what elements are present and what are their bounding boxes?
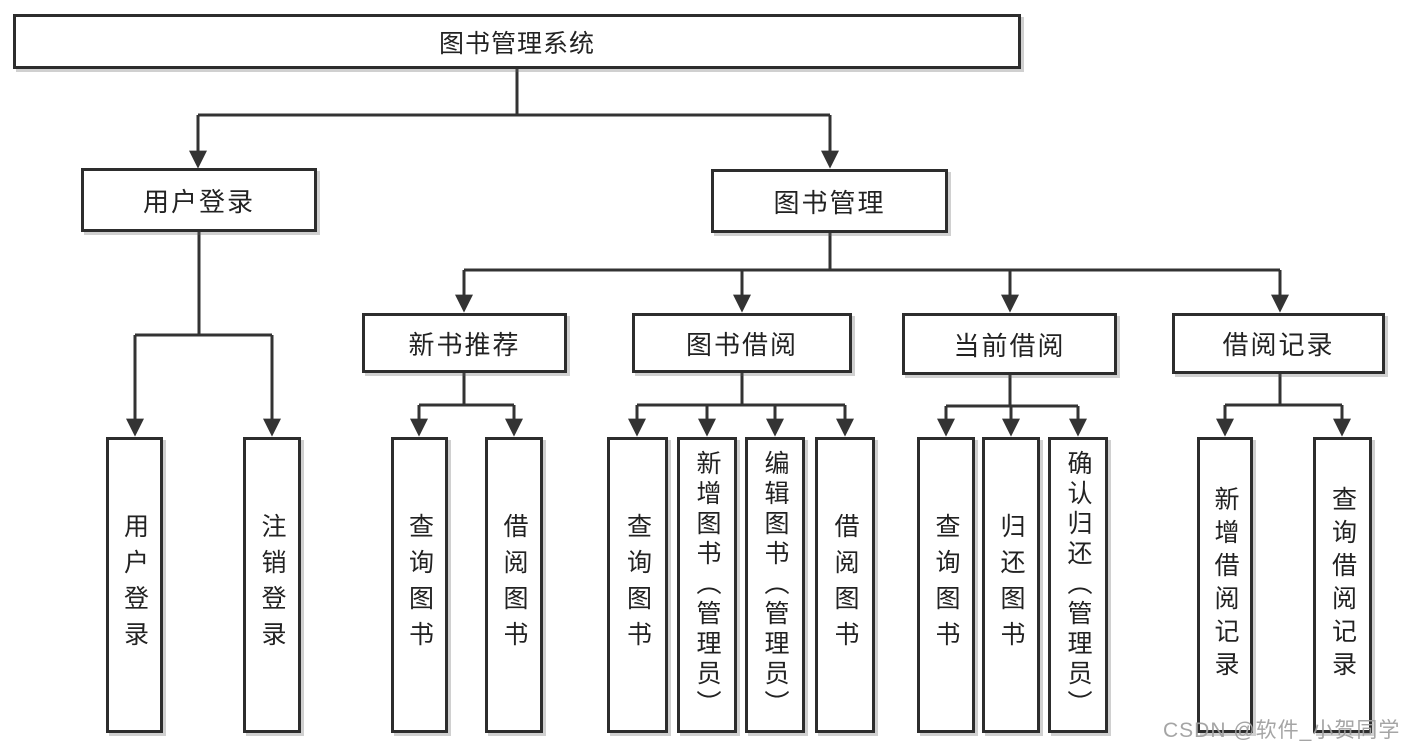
node-user-login: 用户登录 — [81, 168, 317, 232]
tree-branch-lines — [135, 69, 1342, 408]
leaf-logout: 注销登录 — [243, 437, 301, 733]
node-root: 图书管理系统 — [13, 14, 1021, 69]
leaf-borrowing-query-books: 查询图书 — [607, 437, 668, 733]
leaf-borrowing-add-books-admin: 新增图书（管理员） — [677, 437, 737, 733]
leaf-records-add-borrow-record: 新增借阅记录 — [1197, 437, 1253, 733]
leaf-recommend-query-books: 查询图书 — [391, 437, 448, 733]
leaf-recommend-borrow-books: 借阅图书 — [485, 437, 543, 733]
leaf-current-confirm-return-admin: 确认归还（管理员） — [1048, 437, 1108, 733]
node-borrow-records: 借阅记录 — [1172, 313, 1385, 374]
csdn-watermark: CSDN @软件_小贺同学 — [1163, 719, 1401, 742]
leaf-current-query-books: 查询图书 — [917, 437, 975, 733]
node-current-borrowing: 当前借阅 — [902, 313, 1117, 375]
node-new-book-recommend: 新书推荐 — [362, 313, 567, 373]
leaf-borrowing-borrow-books: 借阅图书 — [815, 437, 875, 733]
leaf-borrowing-edit-books-admin: 编辑图书（管理员） — [745, 437, 805, 733]
node-book-borrowing: 图书借阅 — [632, 313, 852, 373]
node-book-management: 图书管理 — [711, 169, 948, 233]
leaf-records-query-borrow-record: 查询借阅记录 — [1313, 437, 1372, 733]
leaf-user-login: 用户登录 — [106, 437, 163, 733]
leaf-current-return-books: 归还图书 — [982, 437, 1040, 733]
